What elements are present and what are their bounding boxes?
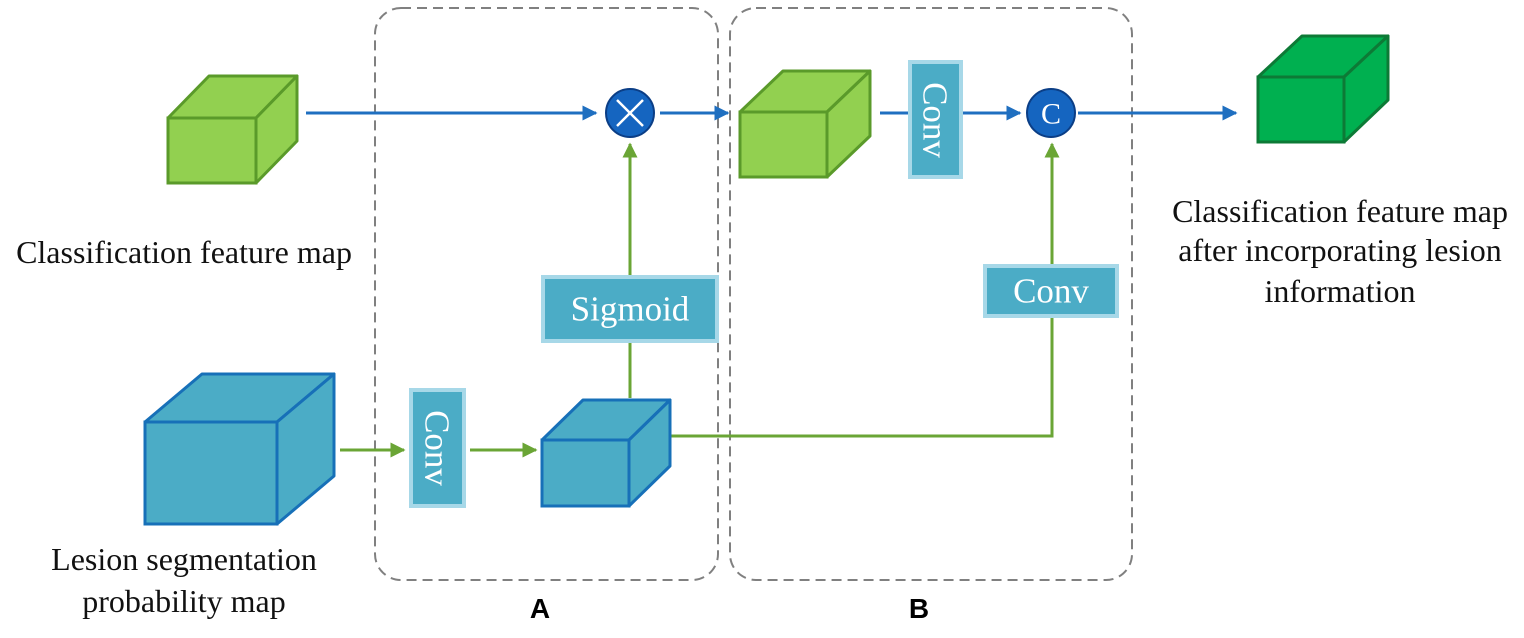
output-label-line1: Classification feature map	[1172, 193, 1508, 229]
sigmoid-block: Sigmoid	[541, 275, 719, 343]
panel-b-label: B	[909, 593, 929, 624]
conv-block-a: Conv	[409, 388, 466, 508]
weighted-feature-cube	[738, 69, 872, 179]
conv-block-b-top: Conv	[908, 60, 963, 179]
concat-operator: C	[1026, 88, 1076, 138]
classification-input-label: Classification feature map	[16, 234, 352, 270]
multiply-operator	[605, 88, 655, 138]
output-feature-cube	[1256, 34, 1390, 144]
output-label-line3: information	[1264, 273, 1415, 309]
panel-b-container	[729, 7, 1133, 581]
lesion-input-label-line2: probability map	[82, 583, 286, 619]
conv-block-b-right: Conv	[983, 264, 1119, 318]
lesion-probability-cube	[143, 372, 336, 526]
sigmoid-block-label: Sigmoid	[571, 290, 690, 329]
panel-a-label: A	[530, 593, 550, 624]
arrow-cube-to-right-conv	[670, 318, 1054, 438]
output-label-line2: after incorporating lesion	[1178, 232, 1501, 268]
conv-block-a-label: Conv	[418, 410, 457, 486]
lesion-feature-cube	[540, 398, 672, 508]
concat-operator-label: C	[1041, 98, 1061, 131]
conv-block-b-top-label: Conv	[916, 82, 955, 158]
conv-block-b-right-label: Conv	[1013, 272, 1089, 311]
panel-a-container	[374, 7, 719, 581]
classification-input-cube	[166, 74, 299, 185]
lesion-input-label-line1: Lesion segmentation	[51, 541, 317, 577]
